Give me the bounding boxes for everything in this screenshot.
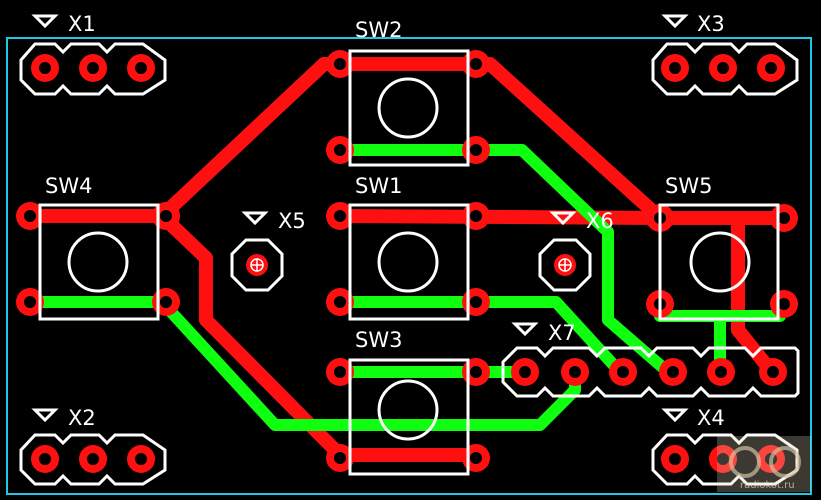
label-sw5: SW5 <box>665 174 712 198</box>
label-sw1: SW1 <box>355 174 402 198</box>
sw2-actuator <box>377 77 439 139</box>
sw2-pad-hole <box>334 144 346 156</box>
x7-outline <box>501 346 800 398</box>
sw4-actuator <box>67 231 129 293</box>
x5-marker-icon <box>241 211 269 226</box>
x1-pad-hole <box>39 62 51 74</box>
x6-marker-icon <box>549 211 577 226</box>
pin1-markers <box>31 14 689 423</box>
x7-marker-icon <box>511 322 539 337</box>
x3-pad-hole <box>717 62 729 74</box>
sw3-pad-hole <box>470 366 482 378</box>
label-sw3: SW3 <box>355 328 402 352</box>
watermark-logo: radiokot.ru <box>717 436 811 492</box>
x1-pad-hole <box>87 62 99 74</box>
x2-pad-hole <box>87 453 99 465</box>
x4-outline <box>651 433 799 486</box>
x3-outline <box>651 42 799 96</box>
x1-outline <box>19 42 167 96</box>
x4-marker-icon <box>661 408 689 423</box>
x1-marker-icon <box>31 14 59 29</box>
x4-pad-hole <box>669 453 681 465</box>
sw4-pad-hole <box>24 210 36 222</box>
label-sw2: SW2 <box>355 18 402 42</box>
x3-marker-icon <box>661 14 689 29</box>
silkscreen <box>19 42 800 486</box>
sw4-pad-hole <box>24 296 36 308</box>
sw1-body <box>348 203 470 321</box>
sw5-pad-hole <box>778 212 790 224</box>
x4-pad-hole <box>717 453 729 465</box>
trace-sw4-sw3 <box>155 209 485 462</box>
label-x6: X6 <box>586 209 614 233</box>
x1-pad-hole <box>135 62 147 74</box>
sw3-body <box>348 358 470 476</box>
sw1-pad-hole <box>470 210 482 222</box>
sw3-actuator <box>377 379 439 441</box>
bottom-copper-traces <box>24 144 786 431</box>
x7-pad-hole <box>667 366 679 378</box>
x3-pad-hole <box>765 62 777 74</box>
radiokot-cat-logo-icon-2 <box>769 446 801 478</box>
label-x7: X7 <box>548 321 576 345</box>
x7-pad-hole <box>767 366 779 378</box>
label-x3: X3 <box>697 12 725 36</box>
sw4-body <box>38 203 160 321</box>
label-x4: X4 <box>697 406 725 430</box>
trace-sw4-x7 <box>24 296 581 431</box>
sw5-actuator <box>689 231 751 293</box>
label-x5: X5 <box>278 209 306 233</box>
x2-marker-icon <box>31 408 59 423</box>
trace-sw4-sw2 <box>23 57 787 225</box>
sw1-pad-hole <box>334 210 346 222</box>
x2-pad-hole <box>39 453 51 465</box>
sw4-pad-hole <box>160 296 172 308</box>
sw4-pad-hole <box>160 210 172 222</box>
trace-sw2-x7 <box>334 144 674 378</box>
x6-outline <box>538 238 592 292</box>
radiokot-cat-logo-icon <box>729 446 761 478</box>
x2-pad-hole <box>135 453 147 465</box>
x7-pad-hole <box>519 366 531 378</box>
trace-sw1-x7 <box>334 296 626 378</box>
x7-pad-hole <box>617 366 629 378</box>
board-outline <box>6 37 812 495</box>
x7-pad-hole <box>569 366 581 378</box>
label-x2: X2 <box>68 406 96 430</box>
sw2-body <box>348 49 470 167</box>
label-sw4: SW4 <box>45 174 92 198</box>
sw1-pad-hole <box>470 296 482 308</box>
sw3-pad-hole <box>470 452 482 464</box>
sw1-pad-hole <box>334 296 346 308</box>
label-x1: X1 <box>68 12 96 36</box>
x3-pad-hole <box>669 62 681 74</box>
sw5-body <box>658 203 780 321</box>
sw2-pad-hole <box>470 58 482 70</box>
sw5-pad-hole <box>778 298 790 310</box>
sw2-pad-hole <box>334 58 346 70</box>
sw2-pad-hole <box>470 144 482 156</box>
watermark-text: radiokot.ru <box>740 480 795 491</box>
trace-sw1-sw5 <box>333 209 669 225</box>
sw1-actuator <box>377 231 439 293</box>
x5-outline <box>230 238 284 292</box>
x7-pad-hole <box>715 366 727 378</box>
sw3-pad-hole <box>334 366 346 378</box>
trace-sw5-x7 <box>731 211 779 379</box>
x2-outline <box>19 433 167 486</box>
sw3-pad-hole <box>334 452 346 464</box>
reference-labels: X1 X3 X2 X4 X5 X6 X7 SW2 SW1 SW3 SW4 SW5 <box>45 12 725 430</box>
